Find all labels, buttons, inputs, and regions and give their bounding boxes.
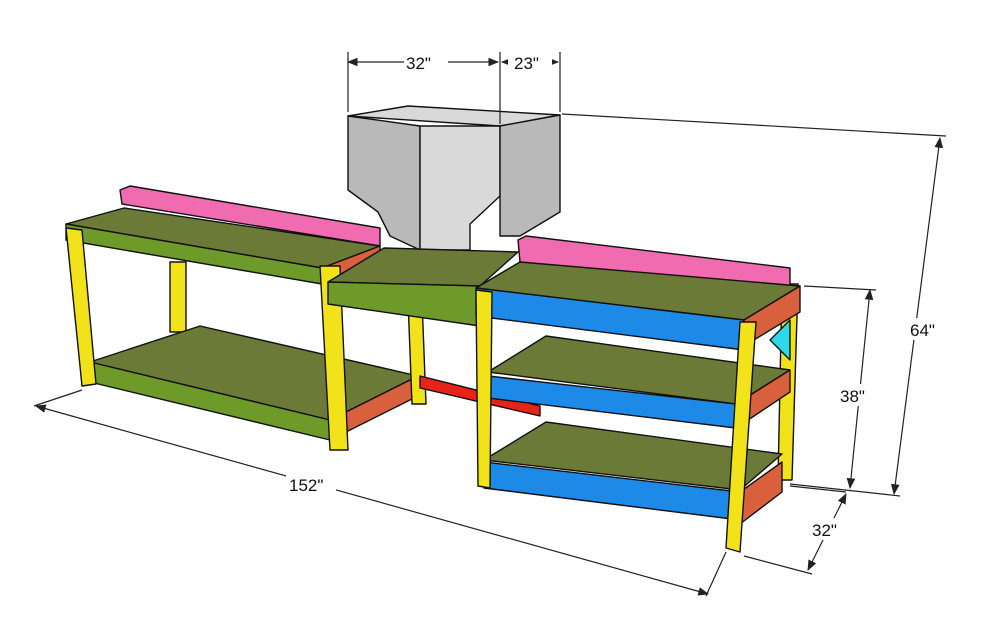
label-background [404,50,448,72]
dim-152 [34,404,710,596]
label-background [508,50,552,72]
label-background [906,318,948,340]
left-workbench [65,185,419,451]
label-background [286,474,336,496]
dim-label-32-depth: 32" [812,521,837,540]
right-front-leg-b [725,321,757,553]
extension-line [789,485,847,493]
left-fence [119,185,381,247]
right-front-leg-a [475,289,493,489]
middle-apron [327,281,481,327]
extension-line [33,389,83,407]
hood-panel [419,125,501,251]
saw-hood [347,105,561,251]
label-background [836,384,878,406]
hood-panel [499,114,561,237]
dim-label-38: 38" [840,387,865,406]
extension-line [743,555,813,575]
extension-line [561,113,947,137]
dim-64 [890,136,944,496]
left-back-leg [169,261,187,333]
dim-label-152: 152" [289,476,323,495]
left-front-leg-a [65,227,97,387]
dim-label-32-top: 32" [406,54,431,73]
dim-label-23-top: 23" [514,54,539,73]
dim-label-64: 64" [910,321,935,340]
extension-line [789,483,901,497]
extension-line [803,285,877,291]
right-cyan-side [769,319,791,361]
right-workbench [475,235,801,553]
extension-line [705,551,727,597]
label-background [808,518,850,540]
